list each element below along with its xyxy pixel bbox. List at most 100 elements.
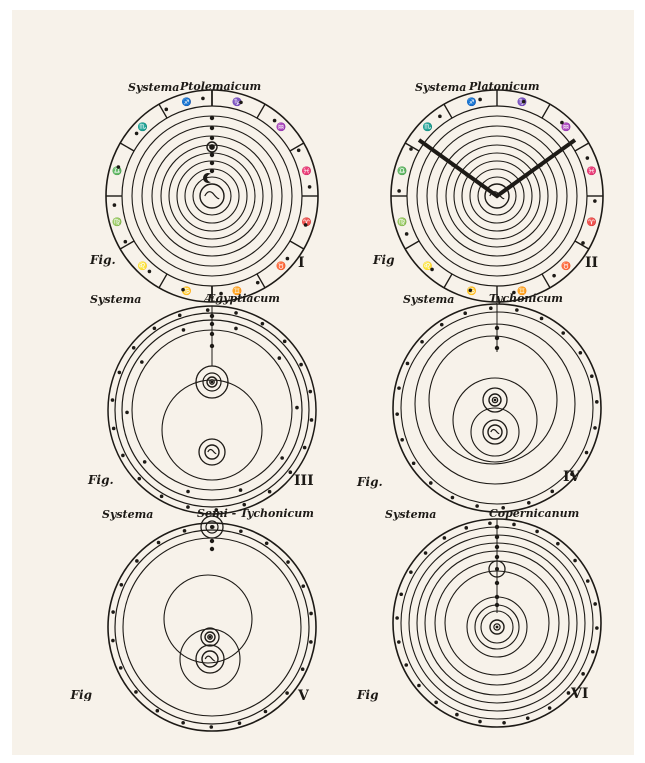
- zodiac-sign-glyph: ♑: [232, 96, 242, 106]
- system-name: Ptolemaicum: [180, 80, 262, 93]
- planet-dot: [442, 536, 447, 540]
- orbit-ring: [121, 105, 303, 287]
- fig-label: Fig: [357, 688, 379, 702]
- fig-label: Fig.: [90, 253, 116, 267]
- planet-dot: [309, 611, 313, 616]
- orbit-ring: [428, 335, 558, 465]
- planet-dot: [395, 412, 399, 416]
- planet-dot: [267, 489, 272, 494]
- planet-dot: [201, 96, 205, 101]
- planet-dot: [255, 280, 260, 285]
- zodiac-sign-glyph: ♐: [182, 96, 192, 106]
- planet-dot: [465, 173, 469, 177]
- planet-dot: [121, 453, 125, 458]
- planet-dot: [112, 203, 117, 207]
- planet-dot: [493, 398, 497, 402]
- semi-tychonic-diagram: [107, 515, 317, 732]
- planet-dot: [512, 522, 516, 527]
- zodiac-divider: [443, 103, 453, 119]
- zodiac-divider: [404, 240, 420, 250]
- zodiac-sign-glyph: ♓: [302, 166, 312, 176]
- planet-dot: [550, 489, 555, 494]
- planet-dot: [593, 602, 597, 606]
- planet-dot: [547, 706, 552, 710]
- planet-dot: [561, 331, 566, 335]
- planet-dot: [502, 720, 506, 725]
- planet-dot: [237, 721, 242, 725]
- orbit-ring: [489, 619, 505, 635]
- planet-dot: [399, 592, 404, 597]
- orbit-ring: [114, 529, 310, 725]
- planet-dot: [423, 551, 428, 555]
- planet-dot: [556, 541, 560, 546]
- orbit-ring: [445, 144, 549, 248]
- tychonic-diagram: [392, 303, 602, 513]
- figure-numeral: I: [298, 255, 305, 271]
- orbit-ring: [192, 176, 232, 216]
- system-label: Systema: [102, 508, 154, 521]
- zodiac-sign-glyph: ♏: [138, 122, 148, 132]
- planet-dot: [539, 316, 544, 321]
- planet-dot: [404, 232, 409, 236]
- orbit-ring: [209, 379, 215, 385]
- planet-dot: [303, 223, 308, 227]
- system-name: Platonicum: [469, 80, 540, 93]
- orbit-ring: [200, 515, 224, 539]
- planet-dot: [119, 583, 124, 587]
- planet-dot: [526, 501, 531, 505]
- figure-1-ptolemaic: Systema Ptolemaicum ♈♉♊♋♌♍♎♏♐♑♒♓ Fig. I: [72, 78, 372, 308]
- planet-dot: [219, 291, 223, 296]
- orbit-ring: [469, 168, 525, 224]
- planet-dot: [511, 183, 515, 187]
- planet-dot: [285, 256, 290, 261]
- planet-dot: [181, 720, 185, 725]
- engraved-plate: Systema Ptolemaicum ♈♉♊♋♌♍♎♏♐♑♒♓ Fig. I …: [12, 10, 634, 755]
- planet-dot: [400, 437, 404, 442]
- zodiac-divider: [541, 103, 551, 119]
- system-name: Semi - Tychonicum: [197, 507, 314, 520]
- ptolemaic-diagram: ♈♉♊♋♌♍♎♏♐♑♒♓: [105, 89, 319, 303]
- planet-dot: [300, 667, 305, 671]
- zodiac-sign-glyph: ♍: [397, 216, 407, 226]
- planet-dot: [395, 616, 399, 620]
- orbit-ring: [204, 631, 216, 643]
- planet-dot: [451, 163, 455, 167]
- zodiac-divider: [404, 142, 420, 152]
- orbit-ring: [160, 144, 264, 248]
- planet-dot: [263, 709, 268, 714]
- orbit-ring: [470, 407, 520, 457]
- platonic-diagram: ♈♉♊♋♌♍♎♏♐♑♒♓: [390, 89, 604, 303]
- system-name: Copernicanum: [489, 507, 580, 520]
- planet-dot: [475, 504, 479, 508]
- planet-dot: [590, 649, 595, 654]
- planet-dot: [593, 199, 597, 203]
- orbit-ring: [452, 377, 538, 463]
- orbit-ring: [414, 323, 576, 485]
- planet-dot: [264, 541, 269, 546]
- earth-continent-mark: [490, 428, 500, 435]
- planet-dot: [134, 690, 138, 694]
- orbit-ring: [416, 115, 578, 277]
- planet-dot: [134, 131, 139, 136]
- planet-dot: [595, 400, 599, 404]
- planet-dot: [152, 326, 157, 331]
- fig-label: Fig: [373, 253, 395, 267]
- planet-dot: [417, 683, 421, 688]
- planet-dot: [209, 725, 214, 729]
- planet-dot: [302, 445, 307, 450]
- figure-4-tychonic: Systema Tychonicum Fig. IV: [357, 290, 645, 520]
- planet-dot: [239, 100, 243, 105]
- figure-numeral: VI: [571, 686, 589, 702]
- planet-dot: [478, 719, 482, 724]
- zodiac-sign-glyph: ♏: [423, 122, 433, 132]
- planet-dot: [434, 700, 438, 705]
- zodiac-sign-glyph: ♈: [302, 216, 312, 226]
- orbit-ring: [200, 627, 220, 647]
- planet-dot: [409, 147, 413, 151]
- planet-dot: [186, 505, 190, 509]
- planet-dot: [585, 579, 590, 583]
- planet-dot: [177, 313, 182, 318]
- planet-dot: [111, 610, 115, 614]
- zodiac-sign-glyph: ♒: [276, 122, 286, 132]
- planet-dot: [288, 470, 293, 474]
